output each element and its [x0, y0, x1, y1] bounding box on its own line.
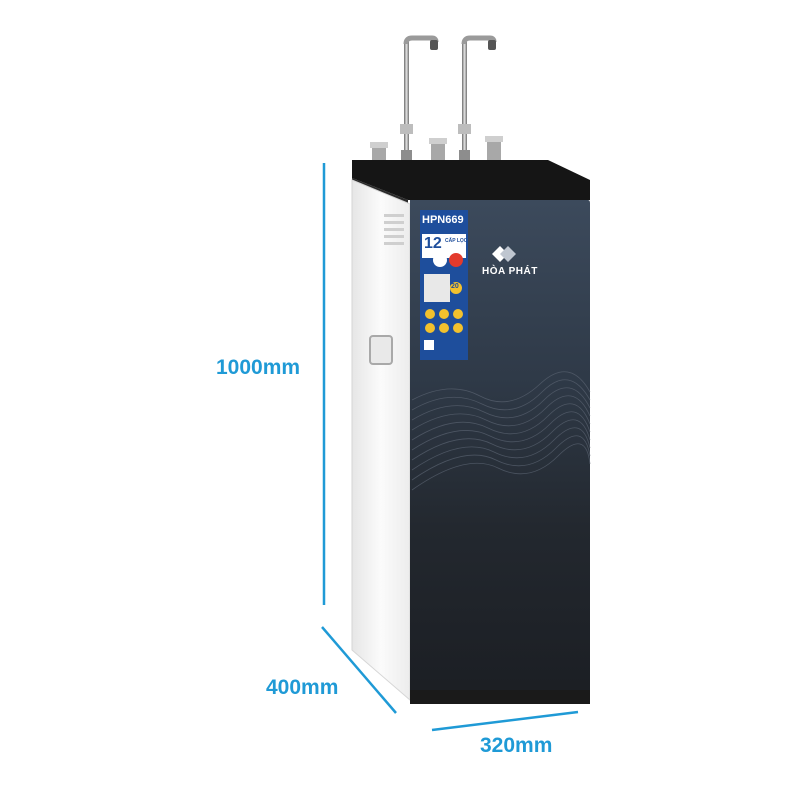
- side-handle: [369, 335, 393, 365]
- top-cap: [352, 160, 590, 200]
- sticker-stage-caption: CẤP LỌC: [445, 238, 468, 244]
- wave-pattern: [411, 371, 591, 491]
- sticker-badge-number: 20: [451, 283, 459, 290]
- cabinet-side-panel: [351, 179, 411, 702]
- sticker-stage-count: 12: [424, 235, 442, 252]
- brand-name: HÒA PHÁT: [482, 266, 538, 277]
- width-dimension-line: [431, 710, 579, 732]
- cabinet-base: [410, 690, 590, 704]
- product-info-sticker: [420, 210, 468, 360]
- side-vents: [384, 214, 404, 245]
- depth-label: 400mm: [266, 676, 339, 699]
- depth-dimension-line: [321, 626, 397, 714]
- top-connectors: [370, 136, 503, 170]
- width-label: 320mm: [480, 734, 553, 757]
- brand-logo-icon: [492, 246, 516, 262]
- sticker-model: HPN669: [422, 214, 464, 226]
- height-label: 1000mm: [216, 356, 301, 379]
